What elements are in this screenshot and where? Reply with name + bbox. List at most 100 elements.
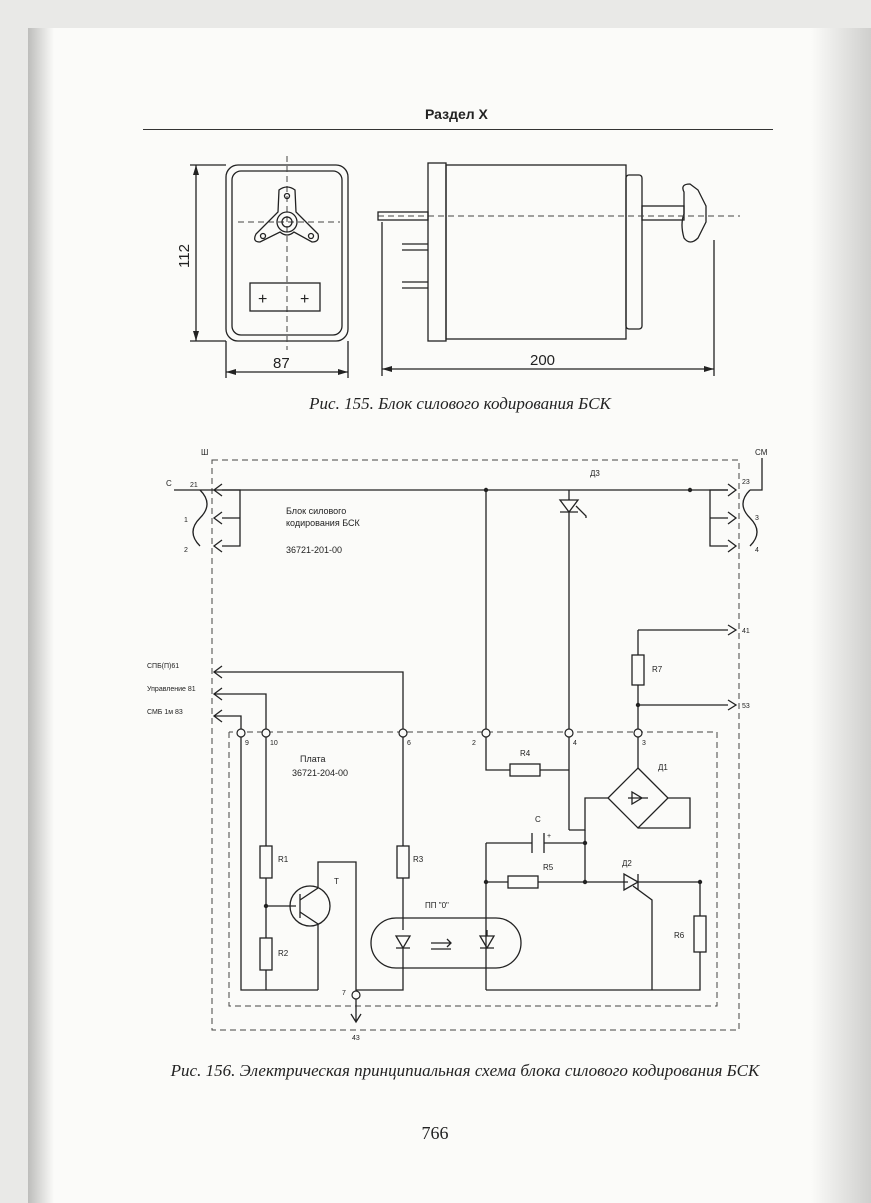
resistor-r4 <box>509 763 541 777</box>
node-2 <box>481 728 491 738</box>
r3-label: R3 <box>413 855 424 864</box>
fig156-caption: Рис. 156. Электрическая принципиальная с… <box>170 1061 760 1080</box>
junction-700-882 <box>697 879 703 885</box>
input-control-label: Управление 81 <box>147 686 196 693</box>
block-title-2: кодирования БСК <box>286 518 360 528</box>
r4-leads <box>485 737 569 771</box>
node-9 <box>236 728 246 738</box>
pin-3-board: 3 <box>642 740 646 747</box>
thyristor-d3 <box>558 499 580 514</box>
dim-length-label: 200 <box>530 352 555 369</box>
r6-bottom-lead <box>486 952 701 991</box>
d2-right-lead <box>638 881 701 916</box>
r5-label: R5 <box>543 863 554 872</box>
thyristor-d2 <box>623 872 640 892</box>
d3-label: Д3 <box>590 469 600 478</box>
connector-right-pins <box>727 483 738 553</box>
d2-gate-lead <box>632 885 653 990</box>
dim-height-label: 112 <box>176 244 193 268</box>
board-title: Плата <box>300 754 326 764</box>
pin-9: 9 <box>245 740 249 747</box>
resistor-r5 <box>507 875 539 889</box>
c-plus: + <box>547 833 551 840</box>
side-flange <box>427 162 447 342</box>
pin-2-left: 2 <box>184 547 188 554</box>
opto-arrows <box>431 938 452 950</box>
page-sheet <box>28 28 871 1203</box>
block-boundary <box>211 459 740 1031</box>
junction-486-882 <box>483 879 489 885</box>
transistor-emitter-lead <box>299 911 319 990</box>
d1-left-lead <box>569 797 608 831</box>
wire-control-node10 <box>214 693 267 733</box>
wire-node9-bottom <box>240 737 318 991</box>
opto-photodiode <box>478 930 496 950</box>
r4-label: R4 <box>520 749 531 758</box>
wire-spb-node6 <box>214 671 404 733</box>
pin-23: 23 <box>742 479 750 486</box>
r2-label: R2 <box>278 949 289 958</box>
input-spb-label: СПБ(П)61 <box>147 663 179 670</box>
junction-bus-486 <box>483 487 489 493</box>
pin-2-board: 2 <box>472 740 476 747</box>
output-53-wire <box>638 699 738 711</box>
pin-10: 10 <box>270 740 278 747</box>
handle-hole-1 <box>283 192 291 200</box>
r1-label: R1 <box>278 855 289 864</box>
pin-21: 21 <box>190 482 198 489</box>
pin-3-right: 3 <box>755 515 759 522</box>
header-rule <box>143 129 773 130</box>
optocoupler-label: ПП "0" <box>425 901 449 910</box>
junction-585-843 <box>582 840 588 846</box>
terminal-plus-left: + <box>258 291 267 308</box>
node-4 <box>564 728 574 738</box>
board-boundary <box>228 731 718 1007</box>
pin-6: 6 <box>407 740 411 747</box>
node-3 <box>633 728 643 738</box>
connector-right-bridge <box>742 489 758 547</box>
page-number: 766 <box>421 1123 449 1143</box>
c-label: С <box>535 815 541 824</box>
input-c-label: С <box>166 479 172 488</box>
pin-7: 7 <box>342 990 346 997</box>
pin-43: 43 <box>352 1035 360 1042</box>
wire-smb-node9 <box>214 715 242 733</box>
d1-label: Д1 <box>658 763 668 772</box>
d1-right-lead <box>638 797 691 829</box>
connector-left-jumpers <box>222 489 241 547</box>
node-6 <box>398 728 408 738</box>
resistor-r6 <box>693 915 707 953</box>
d2-label: Д2 <box>622 859 632 868</box>
fig156-schematic: Ш СМ С 21 1 2 23 3 4 Блок силового кодир… <box>147 448 768 1042</box>
t-label: Т <box>334 877 339 886</box>
pin-4-right: 4 <box>755 547 759 554</box>
side-mount <box>377 211 429 221</box>
d3-gate <box>575 505 587 518</box>
pin-1: 1 <box>184 517 188 524</box>
output-41-wire <box>638 624 738 636</box>
handle-plate <box>254 186 320 243</box>
connector-sh-label: Ш <box>201 448 208 457</box>
pin-53: 53 <box>742 703 750 710</box>
board-code: 36721-204-00 <box>292 768 348 778</box>
section-header: Раздел X <box>425 106 488 122</box>
node-10 <box>261 728 271 738</box>
side-body <box>445 164 627 340</box>
optocoupler <box>370 917 522 969</box>
r6-label: R6 <box>674 931 685 940</box>
connector-left-pins <box>212 483 223 553</box>
page-edge-shadow <box>811 28 871 1203</box>
node-7 <box>351 990 361 1000</box>
handle-hole-2 <box>307 232 315 240</box>
dim-width-label: 87 <box>273 355 290 372</box>
terminal-plus-right: + <box>300 291 309 308</box>
d1-diode-symbol <box>628 790 648 806</box>
resistor-r1 <box>259 845 273 879</box>
page-gutter-shadow <box>28 28 54 1203</box>
pin-41: 41 <box>742 628 750 635</box>
junction-53 <box>635 702 641 708</box>
side-knob <box>681 183 707 243</box>
block-title-1: Блок силового <box>286 506 346 516</box>
transistor-t <box>289 885 331 927</box>
transistor-collector-lead <box>299 861 357 995</box>
